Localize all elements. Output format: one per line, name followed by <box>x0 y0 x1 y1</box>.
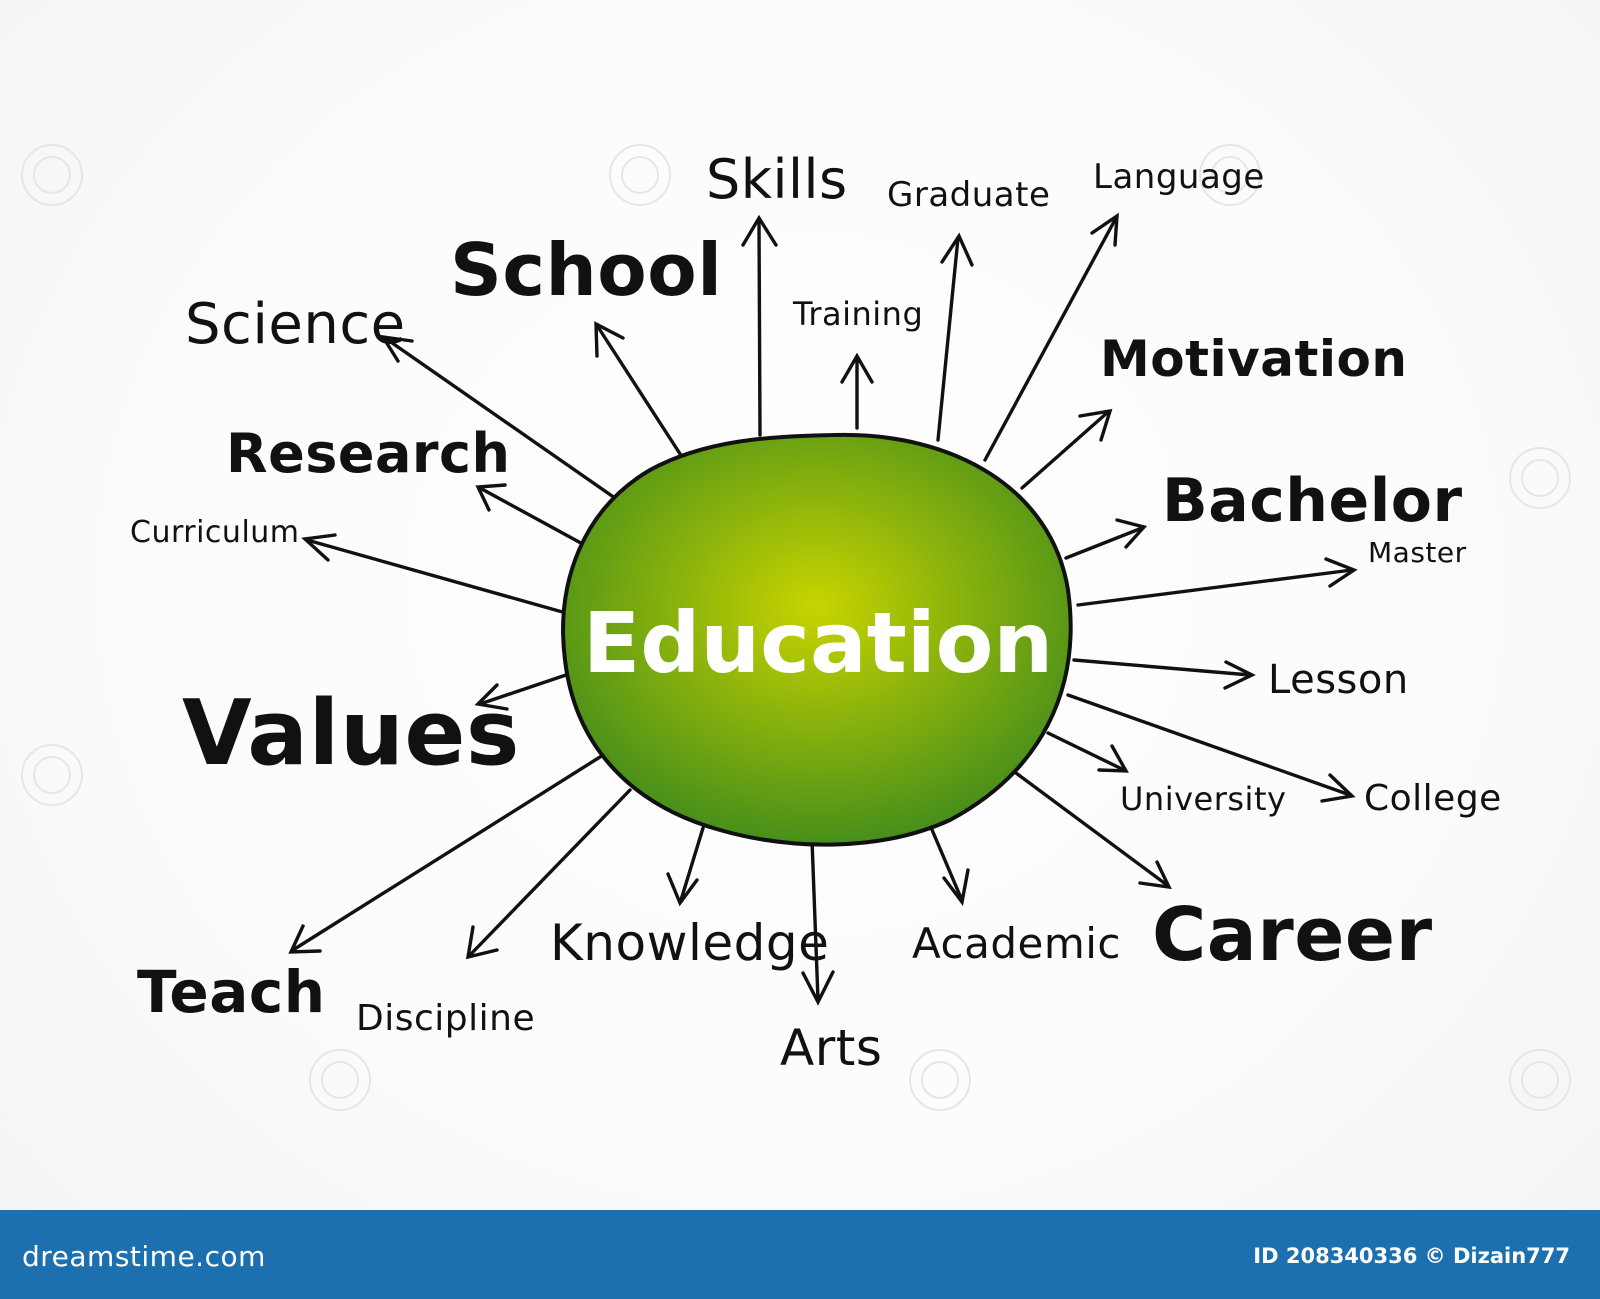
node-knowledge: Knowledge <box>550 914 829 972</box>
node-college: College <box>1364 778 1502 819</box>
node-arts: Arts <box>780 1019 882 1077</box>
arrow-knowledge <box>666 826 705 907</box>
arrow-curriculum <box>301 533 568 615</box>
node-university: University <box>1120 780 1286 818</box>
node-school: School <box>450 228 722 312</box>
node-research: Research <box>226 422 511 485</box>
arrow-school <box>594 321 686 462</box>
center-label: Education <box>583 594 1053 692</box>
brand-text[interactable]: dreamstime.com <box>22 1240 266 1273</box>
node-curriculum: Curriculum <box>130 515 300 550</box>
arrow-career <box>1010 768 1172 890</box>
arrow-motivation <box>1020 408 1113 490</box>
arrow-arts <box>801 838 835 1006</box>
arrow-skills <box>741 214 778 437</box>
footer-bar: dreamstime.com ID 208340336 © Dizain777 <box>0 1210 1600 1299</box>
arrow-research <box>475 483 592 550</box>
node-training: Training <box>792 295 923 333</box>
node-master: Master <box>1368 536 1467 569</box>
node-graduate: Graduate <box>887 175 1050 215</box>
arrow-graduate <box>936 232 974 442</box>
arrow-values <box>474 673 568 711</box>
arrow-science <box>379 334 627 507</box>
arrow-training <box>840 352 874 430</box>
mind-map: Education Skills Graduate Language Schoo… <box>21 144 1571 1111</box>
node-career: Career <box>1152 892 1433 978</box>
arrow-discipline <box>465 788 632 960</box>
node-teach: Teach <box>137 958 326 1026</box>
arrow-master <box>1076 557 1358 607</box>
arrow-academic <box>925 816 970 907</box>
node-discipline: Discipline <box>356 998 535 1039</box>
arrow-college <box>1066 693 1356 803</box>
arrow-language <box>983 212 1119 462</box>
arrow-lesson <box>1072 658 1256 690</box>
credit-text: ID 208340336 © Dizain777 <box>1253 1244 1570 1268</box>
node-science: Science <box>185 292 406 357</box>
center-node: Education <box>561 432 1073 847</box>
center-blob <box>561 432 1073 847</box>
node-values: Values <box>182 681 520 786</box>
watermark-layer <box>21 144 1571 1111</box>
node-lesson: Lesson <box>1268 657 1409 703</box>
node-academic: Academic <box>912 919 1121 968</box>
node-language: Language <box>1093 157 1265 197</box>
node-skills: Skills <box>706 148 848 211</box>
node-motivation: Motivation <box>1100 330 1407 388</box>
arrow-teach <box>288 755 602 954</box>
arrow-university <box>1046 731 1129 773</box>
node-bachelor: Bachelor <box>1162 466 1463 536</box>
labels-layer: Skills Graduate Language School Training… <box>130 148 1502 1077</box>
arrow-bachelor <box>1064 518 1148 560</box>
arrows-layer <box>288 212 1358 1006</box>
